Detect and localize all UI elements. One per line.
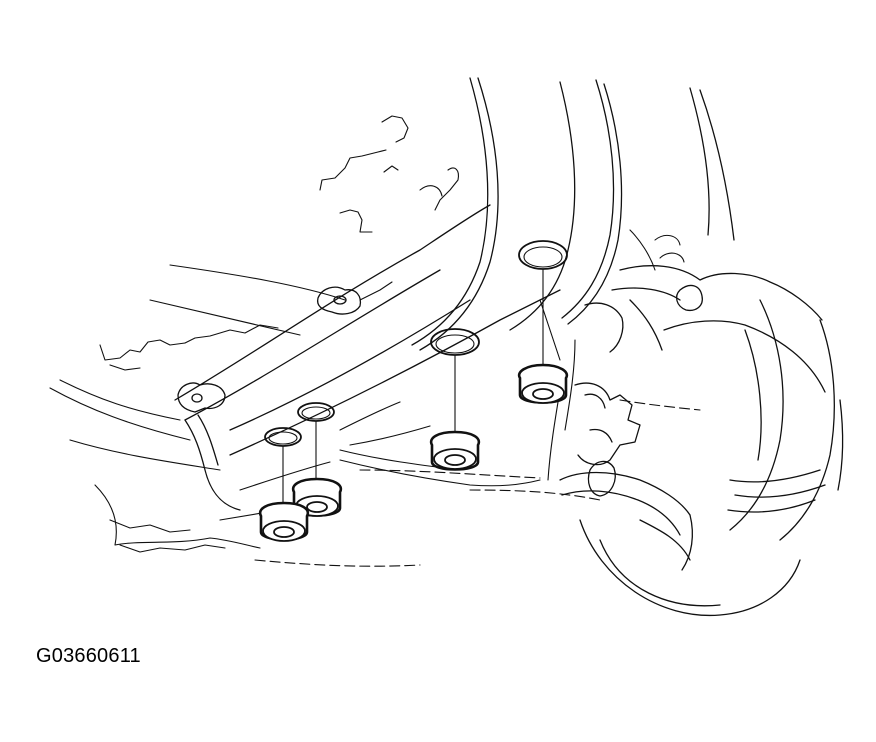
nut-1 [517,240,569,404]
nut-2 [429,328,481,471]
nut-4 [258,427,310,542]
mounting-nuts [258,240,569,542]
figure-code: G03660611 [36,645,141,667]
vehicle-structure [49,77,844,617]
nut-3 [291,402,343,517]
